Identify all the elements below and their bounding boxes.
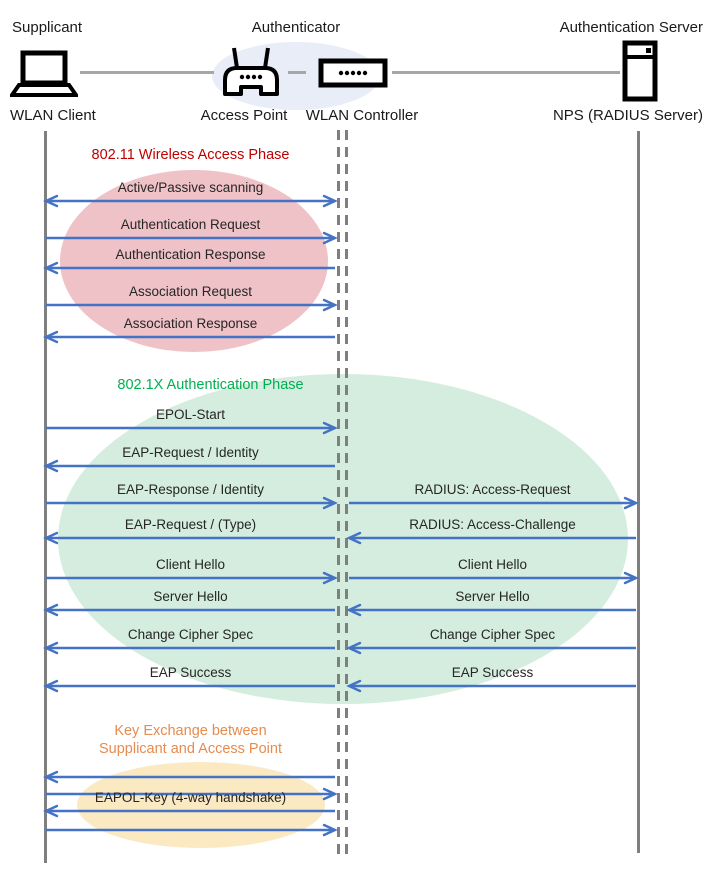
message-arrow [43,603,335,617]
arrowhead-icon [346,603,362,617]
lifeline-controller-dash-1 [337,130,340,854]
message-arrow [346,679,636,693]
message-arrow [46,421,338,435]
message-label: EPOL-Start [155,407,226,422]
message-label: Client Hello [457,557,528,572]
message-arrow [346,641,636,655]
arrowhead-icon [346,531,362,545]
message-arrow [43,770,335,784]
message-arrow [46,496,338,510]
message-arrow [46,787,338,801]
message-arrow [43,804,335,818]
message-label: Change Cipher Spec [429,627,556,642]
arrowhead-icon [346,679,362,693]
link-ap-controller [288,71,306,74]
message-arrow [346,603,636,617]
arrowhead-icon [623,496,639,510]
message-label: RADIUS: Access-Request [414,482,571,497]
message-arrow [349,496,639,510]
message-arrow [43,531,335,545]
phase-title-wireless-access: 802.11 Wireless Access Phase [91,147,290,163]
arrowhead-icon [623,571,639,585]
arrowhead-icon [43,770,59,784]
arrowhead-icon [43,459,59,473]
message-label: EAP-Request / (Type) [124,517,257,532]
role-authenticator: Authenticator [251,19,341,36]
arrowhead-icon [43,261,59,275]
message-arrow [46,298,338,312]
message-arrow [43,679,335,693]
access-point-icon [223,47,279,96]
message-arrow [46,823,338,837]
message-arrow [43,261,335,275]
wlan-controller-icon [318,58,388,88]
arrowhead-icon [346,641,362,655]
arrowhead-icon [43,804,59,818]
arrowhead-icon [43,531,59,545]
link-client-ap [80,71,214,74]
device-label-wlan-client: WLAN Client [10,107,96,124]
arrowhead-icon [322,496,338,510]
message-label: Active/Passive scanning [117,180,264,195]
arrowhead-icon [322,823,338,837]
message-arrow [46,231,338,245]
arrowhead-icon [322,194,338,208]
arrowhead-icon [322,231,338,245]
lifeline-nps-server [637,131,640,853]
message-arrow [349,571,639,585]
message-label: RADIUS: Access-Challenge [409,517,576,532]
message-arrow [46,571,338,585]
message-arrow [43,330,335,344]
arrowhead-icon [322,298,338,312]
message-label: Association Response [123,316,258,331]
arrowhead-icon [43,330,59,344]
message-arrow [346,531,636,545]
laptop-icon [10,50,78,97]
role-authentication-server: Authentication Server [559,19,703,36]
message-label: EAP-Request / Identity [122,445,259,460]
link-controller-server [392,71,620,74]
arrowhead-icon [43,641,59,655]
message-label: EAP Success [149,665,232,680]
lifeline-controller-dash-2 [345,130,348,854]
arrowhead-icon [322,571,338,585]
phase-title-key-exchange-line2: Supplicant and Access Point [99,741,282,757]
message-label: Authentication Request [120,217,261,232]
arrowhead-icon [322,787,338,801]
arrowhead-icon [43,603,59,617]
message-arrow [43,459,335,473]
message-label: EAP Success [451,665,534,680]
phase-title-key-exchange-line1: Key Exchange between [114,723,267,739]
device-label-wlan-controller: WLAN Controller [305,107,419,124]
message-label: Association Request [128,284,253,299]
phase-title-8021x-auth: 802.1X Authentication Phase [117,377,304,393]
message-label: EAPOL-Key (4-way handshake) [94,790,287,805]
message-arrow [43,641,335,655]
role-supplicant: Supplicant [12,19,83,36]
phase-title-key-exchange: Key Exchange between Supplicant and Acce… [46,722,335,758]
arrowhead-icon [322,421,338,435]
message-label: Authentication Response [115,247,266,262]
message-label: Server Hello [153,589,228,604]
arrowhead-icon [43,194,59,208]
message-label: Server Hello [455,589,530,604]
message-arrow [43,194,338,208]
message-label: Change Cipher Spec [127,627,254,642]
device-label-access-point: Access Point [200,107,288,124]
server-icon [622,40,658,102]
device-label-nps: NPS (RADIUS Server) [552,107,703,124]
message-label: EAP-Response / Identity [116,482,265,497]
message-label: Client Hello [155,557,226,572]
lifeline-wlan-client [44,131,47,863]
arrowhead-icon [43,679,59,693]
